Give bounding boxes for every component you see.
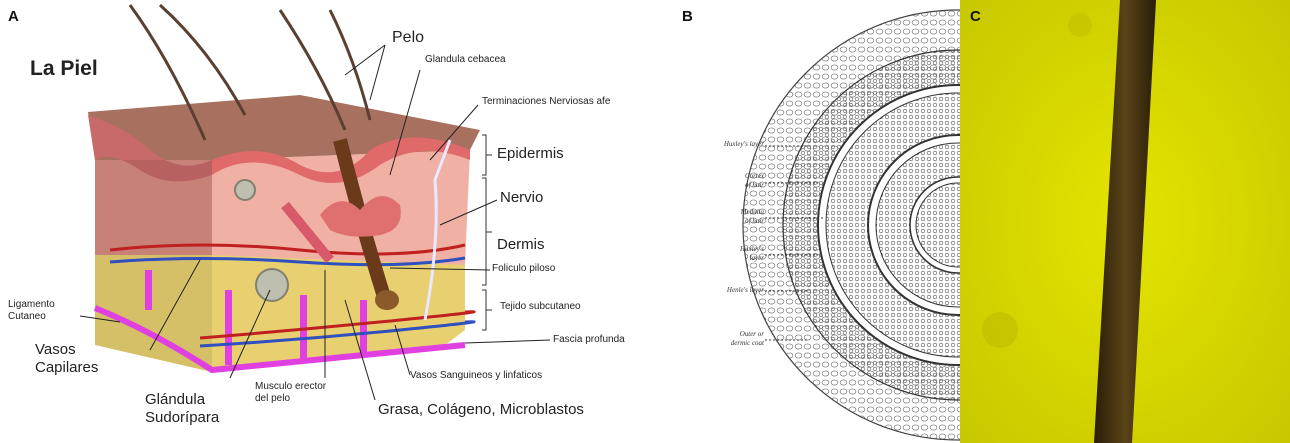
- label-cortex-2: of hair: [704, 182, 764, 189]
- ligament-bar: [225, 290, 232, 365]
- label-cortex-1: Cortex: [704, 173, 764, 180]
- label-fascia: Fascia profunda: [553, 335, 625, 345]
- label-glandula-cebacea: Glandula cebacea: [425, 55, 506, 65]
- debris-spot: [982, 312, 1018, 348]
- label-musculo-2: del pelo: [255, 394, 290, 404]
- label-henle: Henle's layer: [704, 287, 764, 294]
- debris-spot: [1068, 13, 1092, 37]
- label-vasos-capilares-1: Vasos: [35, 342, 76, 357]
- side-face-shade: [95, 160, 212, 372]
- ligament-bar: [360, 300, 367, 355]
- bracket-subcutaneous: [482, 290, 492, 330]
- panel-a-skin-diagram: A La Piel: [0, 0, 668, 443]
- label-pelo: Pelo: [392, 30, 424, 46]
- label-medulla-2: of hair: [704, 218, 764, 225]
- label-outer-1: Outer or: [704, 331, 764, 338]
- label-huxley-top: Huxley's layer: [704, 141, 764, 148]
- label-tejido: Tejido subcutaneo: [500, 302, 581, 312]
- label-glandula-sudoripara-2: Sudorípara: [145, 410, 219, 425]
- label-vasos-capilares-2: Capilares: [35, 360, 98, 375]
- ligament-bar: [145, 270, 152, 310]
- skin-block-illustration: [0, 0, 668, 443]
- label-vasos-sanguineos: Vasos Sanguineos y linfaticos: [410, 371, 542, 381]
- label-dermis: Dermis: [497, 237, 545, 252]
- sweat-gland: [256, 269, 288, 301]
- panel-b-hair-cross-section: B Huxley's layer Cortex of hair Medulla …: [668, 0, 960, 443]
- hair-shaft-micrograph: [960, 0, 1290, 443]
- label-ligamento-1: Ligamento: [8, 300, 55, 310]
- hair-strand: [160, 5, 245, 115]
- label-huxley-2: layer: [704, 255, 764, 262]
- hair-bulb: [375, 290, 399, 310]
- label-foliculo: Foliculo piloso: [492, 264, 555, 274]
- bracket-dermis: [482, 178, 492, 285]
- sweat-gland-duct: [235, 180, 255, 200]
- label-huxley-1: Huxley's: [704, 246, 764, 253]
- label-ligamento-2: Cutaneo: [8, 312, 46, 322]
- label-nervio: Nervio: [500, 190, 543, 205]
- panel-c-label: C: [970, 8, 981, 25]
- label-glandula-sudoripara-1: Glándula: [145, 392, 205, 407]
- panel-c-hair-micrograph: C: [960, 0, 1290, 443]
- label-grasa: Grasa, Colágeno, Microblastos: [378, 402, 584, 417]
- label-outer-2: dermic coat: [704, 340, 764, 347]
- bracket-epidermis: [482, 135, 492, 175]
- label-medulla-1: Medulla: [704, 209, 764, 216]
- label-epidermis: Epidermis: [497, 146, 564, 161]
- label-musculo-1: Musculo erector: [255, 382, 326, 392]
- label-terminaciones: Terminaciones Nerviosas afe: [482, 97, 610, 107]
